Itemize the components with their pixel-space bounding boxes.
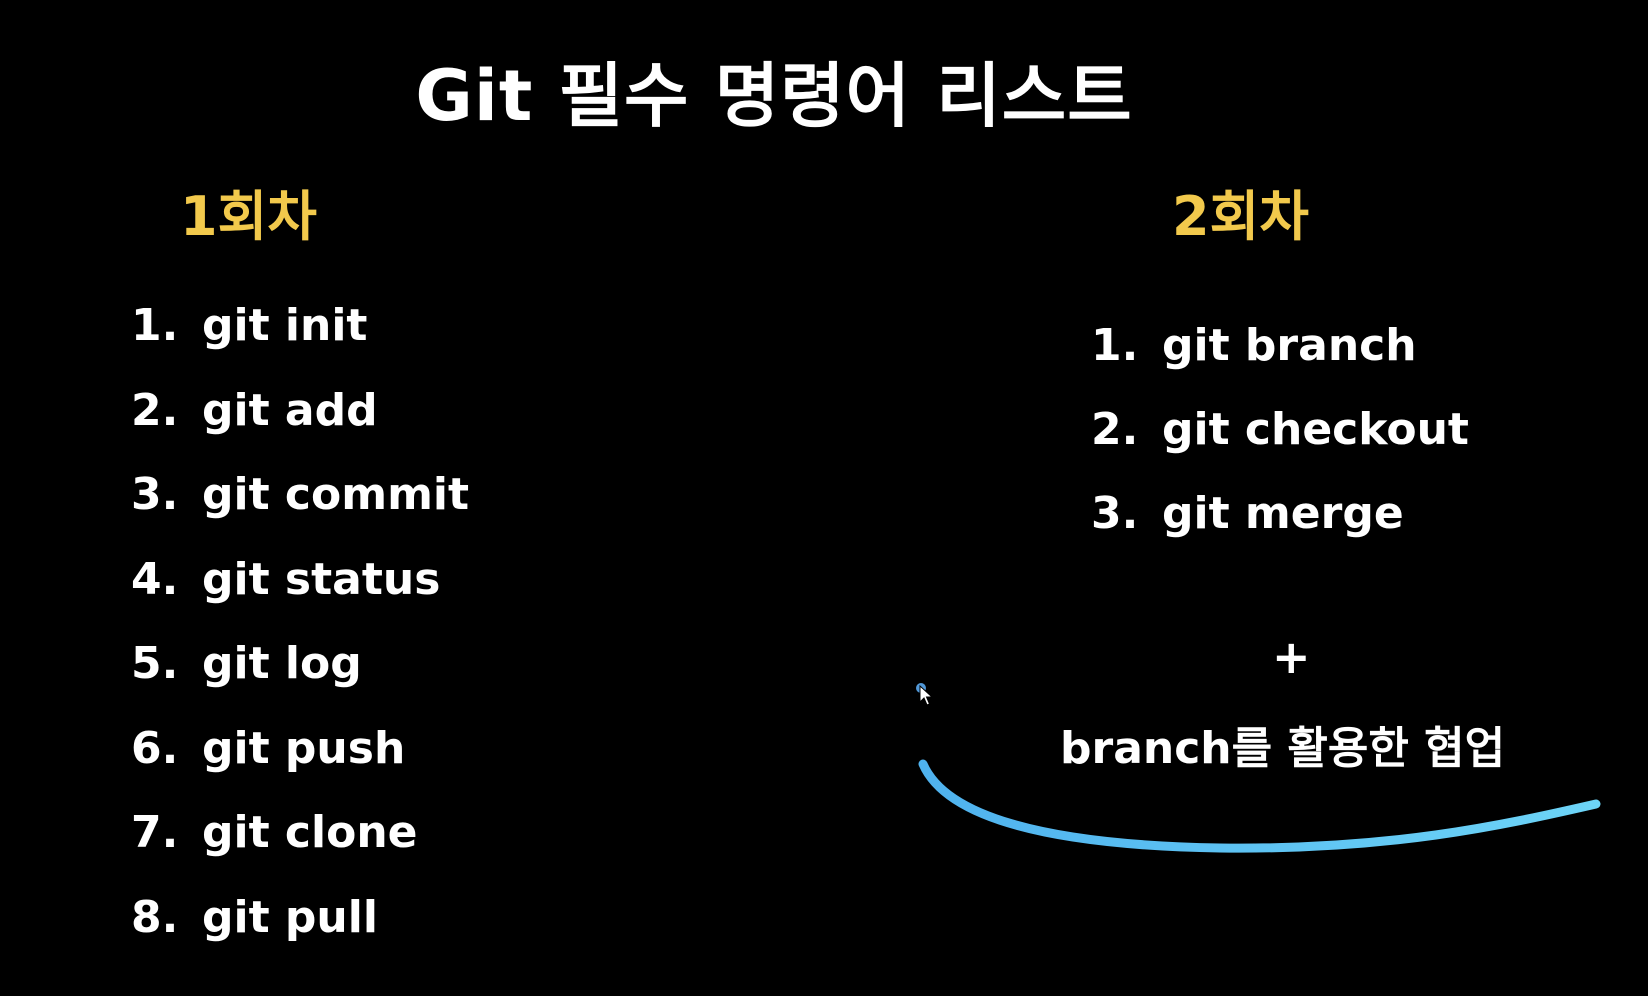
mouse-pointer-icon <box>916 683 934 706</box>
session2-heading: 2회차 <box>1172 185 1309 248</box>
list-item-number: 2. <box>131 384 179 436</box>
slide-title: Git 필수 명령어 리스트 <box>415 55 1133 137</box>
list-item-command: git merge <box>1162 488 1404 539</box>
list-item-command: git pull <box>202 891 378 943</box>
list-item-number: 2. <box>1091 404 1139 455</box>
list-item-command: git push <box>202 722 406 774</box>
list-item-command: git clone <box>202 807 418 858</box>
session1-heading: 1회차 <box>180 185 317 248</box>
list-item-number: 4. <box>131 553 179 605</box>
list-item-number: 1. <box>1091 320 1139 371</box>
annotation-curve <box>918 759 1601 853</box>
list-item-command: git checkout <box>1162 404 1469 455</box>
list-item-number: 8. <box>131 891 179 943</box>
list-item-command: git init <box>202 300 368 351</box>
list-item-command: git add <box>202 384 378 436</box>
list-item-number: 6. <box>131 722 179 774</box>
list-item-command: git status <box>202 553 441 605</box>
branch-collaboration-text: branch를 활용한 협업 <box>1060 723 1506 774</box>
list-item-number: 1. <box>131 300 179 351</box>
list-item-number: 7. <box>131 807 179 858</box>
list-item-command: git branch <box>1162 320 1417 371</box>
list-item-number: 3. <box>1091 488 1139 539</box>
list-item-number: 3. <box>131 469 179 520</box>
list-item-number: 5. <box>131 638 179 689</box>
list-item-command: git commit <box>202 469 470 520</box>
plus-sign: + <box>1272 630 1311 684</box>
list-item-command: git log <box>202 638 362 689</box>
